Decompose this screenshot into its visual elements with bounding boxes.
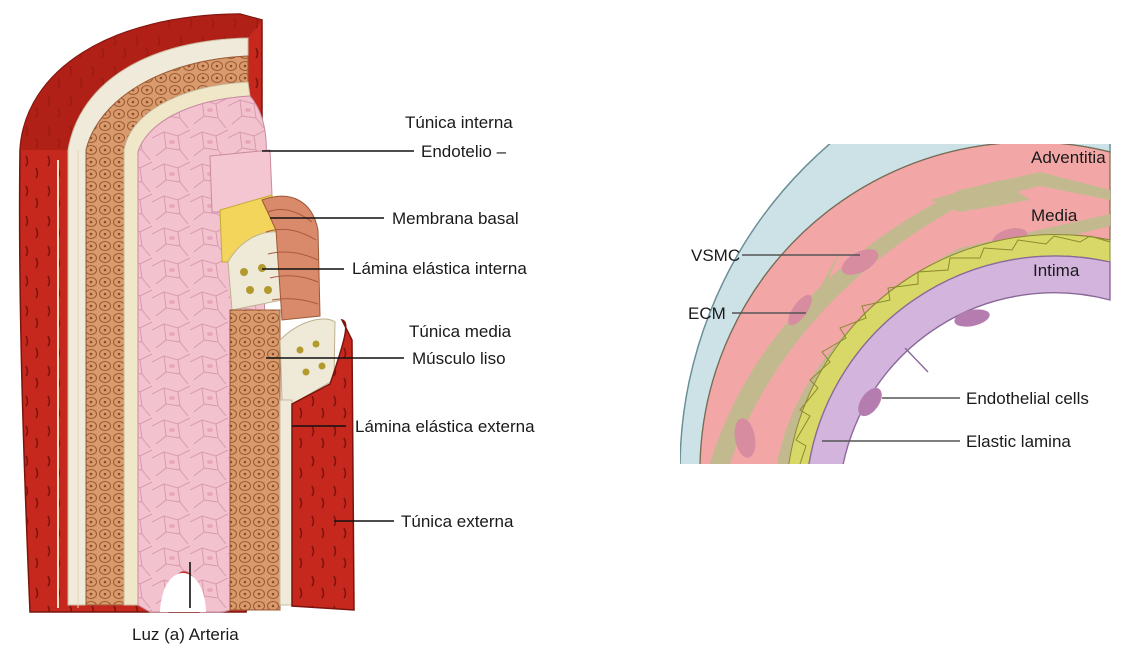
label-musculo-liso: Músculo liso bbox=[412, 349, 506, 368]
label-tunica-media: Túnica media bbox=[409, 322, 512, 341]
label-tunica-externa: Túnica externa bbox=[401, 512, 514, 531]
label-lamina-elastica-externa: Lámina elástica externa bbox=[355, 417, 535, 436]
label-adventitia: Adventitia bbox=[1031, 148, 1106, 167]
label-membrana-basal: Membrana basal bbox=[392, 209, 519, 228]
label-endothelial-cells: Endothelial cells bbox=[966, 389, 1089, 408]
label-endotelio: Endotelio – bbox=[421, 142, 507, 161]
media-cell-column bbox=[230, 310, 280, 610]
label-intima: Intima bbox=[1033, 261, 1080, 280]
label-vsmc: VSMC bbox=[691, 246, 740, 265]
label-lamina-elastica-interna: Lámina elástica interna bbox=[352, 259, 527, 278]
label-tunica-interna: Túnica interna bbox=[405, 113, 513, 132]
artery-cutaway-illustration bbox=[20, 14, 354, 612]
label-elastic-lamina: Elastic lamina bbox=[966, 432, 1071, 451]
label-media: Media bbox=[1031, 206, 1078, 225]
label-ecm: ECM bbox=[688, 304, 726, 323]
label-luz-arteria: Luz (a) Arteria bbox=[132, 625, 239, 644]
